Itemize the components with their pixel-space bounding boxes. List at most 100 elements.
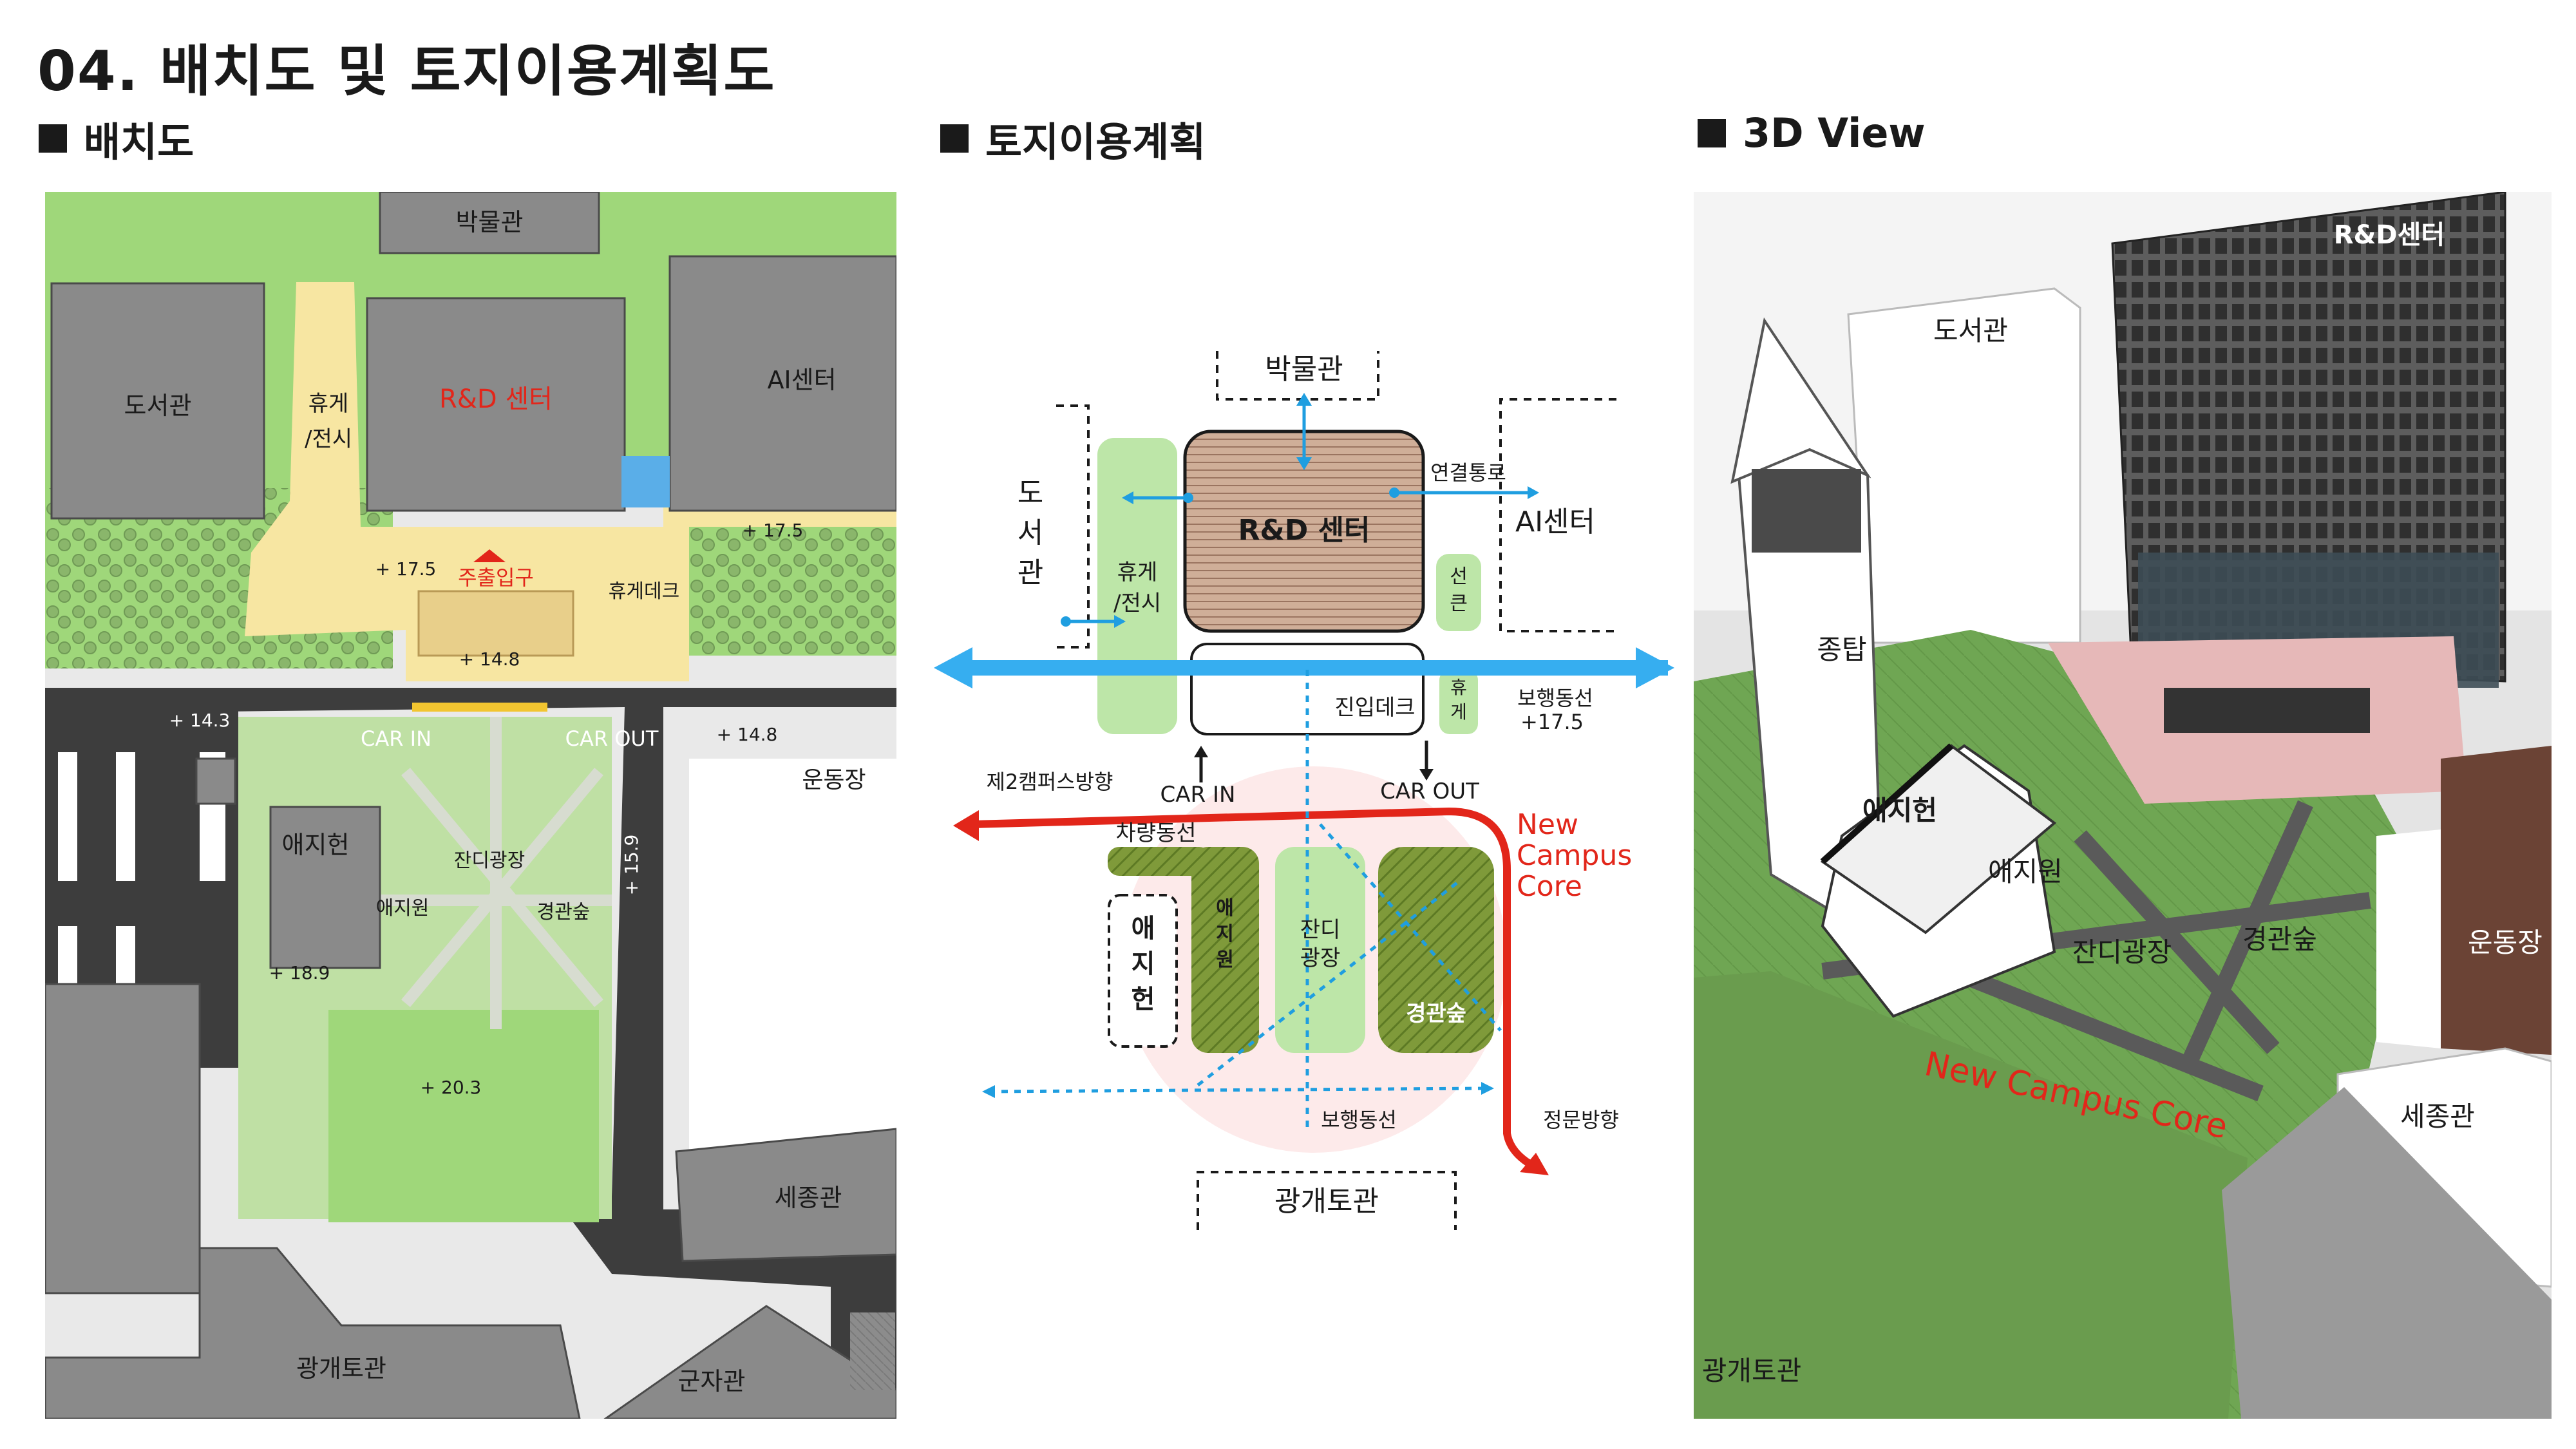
tower-label: 종탑 <box>1817 634 1866 665</box>
aeji-building <box>269 806 381 969</box>
rnd-label: R&D 센터 <box>1238 514 1370 547</box>
museum-bracket <box>1216 351 1379 401</box>
elevation-label: + 20.3 <box>421 1077 482 1098</box>
gwanggaeto-bracket <box>1197 1171 1457 1230</box>
square-bullet-icon <box>39 124 67 153</box>
lawn-zone <box>1275 847 1365 1053</box>
gwanggaeto-label: 광개토관 <box>296 1354 386 1383</box>
gwanggaeto-building <box>45 1247 581 1419</box>
link-dot <box>1183 493 1193 503</box>
ped-line-bottom-label: 보행동선 <box>1321 1108 1397 1132</box>
section-heading-land-use: 토지이용계획 <box>940 109 1206 167</box>
arrow-down-icon <box>1296 457 1312 470</box>
library-label: 도서관 <box>124 392 192 420</box>
vehicle-path <box>972 807 1535 1170</box>
ai-label: AI센터 <box>1515 506 1595 538</box>
aeji-zone <box>1108 894 1178 1048</box>
rest-small-zone <box>1439 670 1478 734</box>
library-bracket <box>1056 404 1090 649</box>
3d-view-panel: R&D센터 도서관 종탑 애지헌 애지원 잔디광장 경관숲 운동장 New Ca… <box>1694 192 2552 1419</box>
sejong-label: 세종관 <box>2400 1101 2475 1132</box>
arrow-right-icon <box>1114 615 1126 628</box>
arrow-right-icon <box>1528 486 1539 499</box>
vehicle-zone <box>1108 847 1211 876</box>
forest-label: 경관숲 <box>537 901 591 923</box>
elevation-label: + 14.3 <box>169 710 231 731</box>
left-building <box>45 983 201 1294</box>
field-label: 운동장 <box>802 767 866 793</box>
parking-stall <box>116 752 135 881</box>
arrow-right-icon <box>1636 647 1674 688</box>
page-title: 04. 배치도 및 토지이용계획도 <box>37 39 776 104</box>
campus2-label: 제2캠퍼스방향 <box>987 770 1113 794</box>
field-block <box>2441 746 2552 1055</box>
sejong-building <box>675 1128 896 1262</box>
bell-tower-clock <box>1752 469 1861 553</box>
gunja-building <box>603 1305 896 1419</box>
stair <box>850 1312 895 1390</box>
section-label: 배치도 <box>84 118 194 166</box>
elevation-label: + 18.9 <box>269 962 330 983</box>
elevation-label: + 15.9 <box>621 835 642 896</box>
arrow-left-icon <box>982 1085 995 1098</box>
main-gate-label: 정문방향 <box>1543 1108 1619 1132</box>
link-label: 연결통로 <box>1430 460 1506 485</box>
arrow-left-icon <box>1122 491 1133 504</box>
arrow-right-icon <box>1481 1082 1494 1095</box>
link-dot <box>1389 488 1399 498</box>
blue-pavers <box>621 456 670 507</box>
aeji-garden-label: 애지원 <box>376 897 430 920</box>
elevation-label: + 17.5 <box>375 558 437 580</box>
field-label: 운동장 <box>2468 927 2543 958</box>
arrow-up-icon <box>1194 746 1208 757</box>
lawn-label: 잔디광장 <box>2072 936 2172 968</box>
car-out-label: CAR OUT <box>1380 779 1479 804</box>
rnd-label: R&D센터 <box>2334 220 2445 250</box>
section-label: 3D View <box>1743 109 1926 156</box>
ped-elev-label: +17.5 <box>1520 710 1584 734</box>
sejong-label: 세종관 <box>775 1184 842 1212</box>
ped-line-label: 보행동선 <box>1517 686 1593 710</box>
section-heading-3d-view: 3D View <box>1698 109 1926 156</box>
aeji-garden-label: 애지원 <box>1988 856 2063 887</box>
deck-area <box>245 282 896 681</box>
aeji-garden-zone <box>1191 847 1259 1053</box>
arrow-down-icon <box>1419 769 1434 781</box>
rest-zone <box>1097 438 1177 734</box>
pedestrian-dotted <box>1197 878 1463 1086</box>
rnd-label: R&D 센터 <box>439 384 553 414</box>
lawn-label: 잔디광장 <box>454 849 525 872</box>
main-entrance-marker <box>473 549 506 562</box>
aeji-label: 애지헌 <box>282 831 350 859</box>
gunja-label: 군자관 <box>678 1367 746 1396</box>
rest-exhibit-label: 휴게/전시 <box>305 391 352 452</box>
ai-bracket <box>1499 398 1616 632</box>
museum-building <box>379 192 600 254</box>
ai-label: AI센터 <box>767 366 836 394</box>
ancillary-zone <box>1436 554 1481 631</box>
square-bullet-icon <box>940 124 969 153</box>
road-3d <box>2222 1087 2552 1419</box>
forest-zone <box>1378 847 1494 1053</box>
square-bullet-icon <box>1698 118 1726 147</box>
garden-paths <box>1821 800 2371 1102</box>
library-building <box>50 282 265 520</box>
arrow-up-icon <box>1296 393 1312 406</box>
elevation-label: + 14.8 <box>717 724 778 745</box>
car-out-label: CAR OUT <box>565 726 659 751</box>
museum-label: 박물관 <box>456 208 524 236</box>
entry-deck-label: 진입데크 <box>1334 695 1415 721</box>
link-dot <box>1061 616 1071 627</box>
forest-label: 경관숲 <box>2242 923 2317 955</box>
museum-label: 박물관 <box>1265 353 1343 386</box>
rnd-building <box>366 297 626 512</box>
arrow-left-icon <box>934 647 972 688</box>
site-plan-panel: 박물관 도서관 휴게/전시 R&D 센터 AI센터 주출입구 휴게데크 + 17… <box>45 192 896 1419</box>
